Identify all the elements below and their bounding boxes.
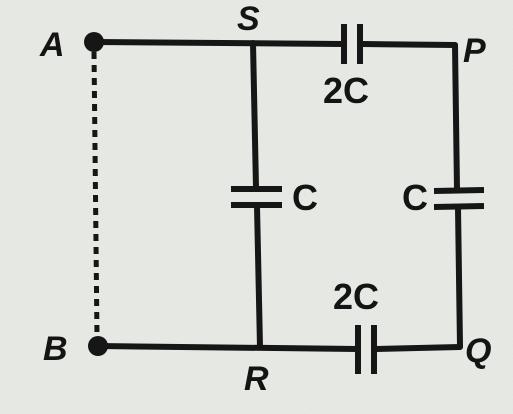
label-capacitor-rq: 2C	[333, 276, 379, 317]
wire-cap-to-q	[455, 205, 463, 349]
capacitor-pq-plate-bottom	[433, 203, 485, 210]
capacitor-pq-plate-top	[433, 187, 485, 194]
label-node-a: A	[39, 26, 65, 64]
label-node-s: S	[237, 0, 260, 38]
wire-s-to-cap	[250, 40, 259, 191]
label-node-p: P	[463, 32, 486, 70]
wire-p-to-cap	[452, 42, 460, 193]
wire-cap-to-r	[254, 203, 263, 350]
label-capacitor-sr: C	[292, 177, 318, 218]
label-node-b: B	[43, 330, 68, 368]
label-capacitor-pq: C	[402, 177, 428, 218]
wire-cap-to-q-bottom	[373, 344, 463, 352]
label-capacitor-sp: 2C	[323, 70, 369, 111]
label-node-r: R	[244, 360, 269, 398]
wire-cap-to-p	[359, 41, 458, 48]
terminal-b	[88, 336, 108, 356]
terminal-a	[84, 32, 104, 52]
label-node-q: Q	[465, 332, 491, 370]
wire-b-to-r-cap	[95, 343, 360, 352]
dashed-link-a-b	[91, 51, 100, 339]
wire-a-to-s-cap	[92, 39, 345, 47]
